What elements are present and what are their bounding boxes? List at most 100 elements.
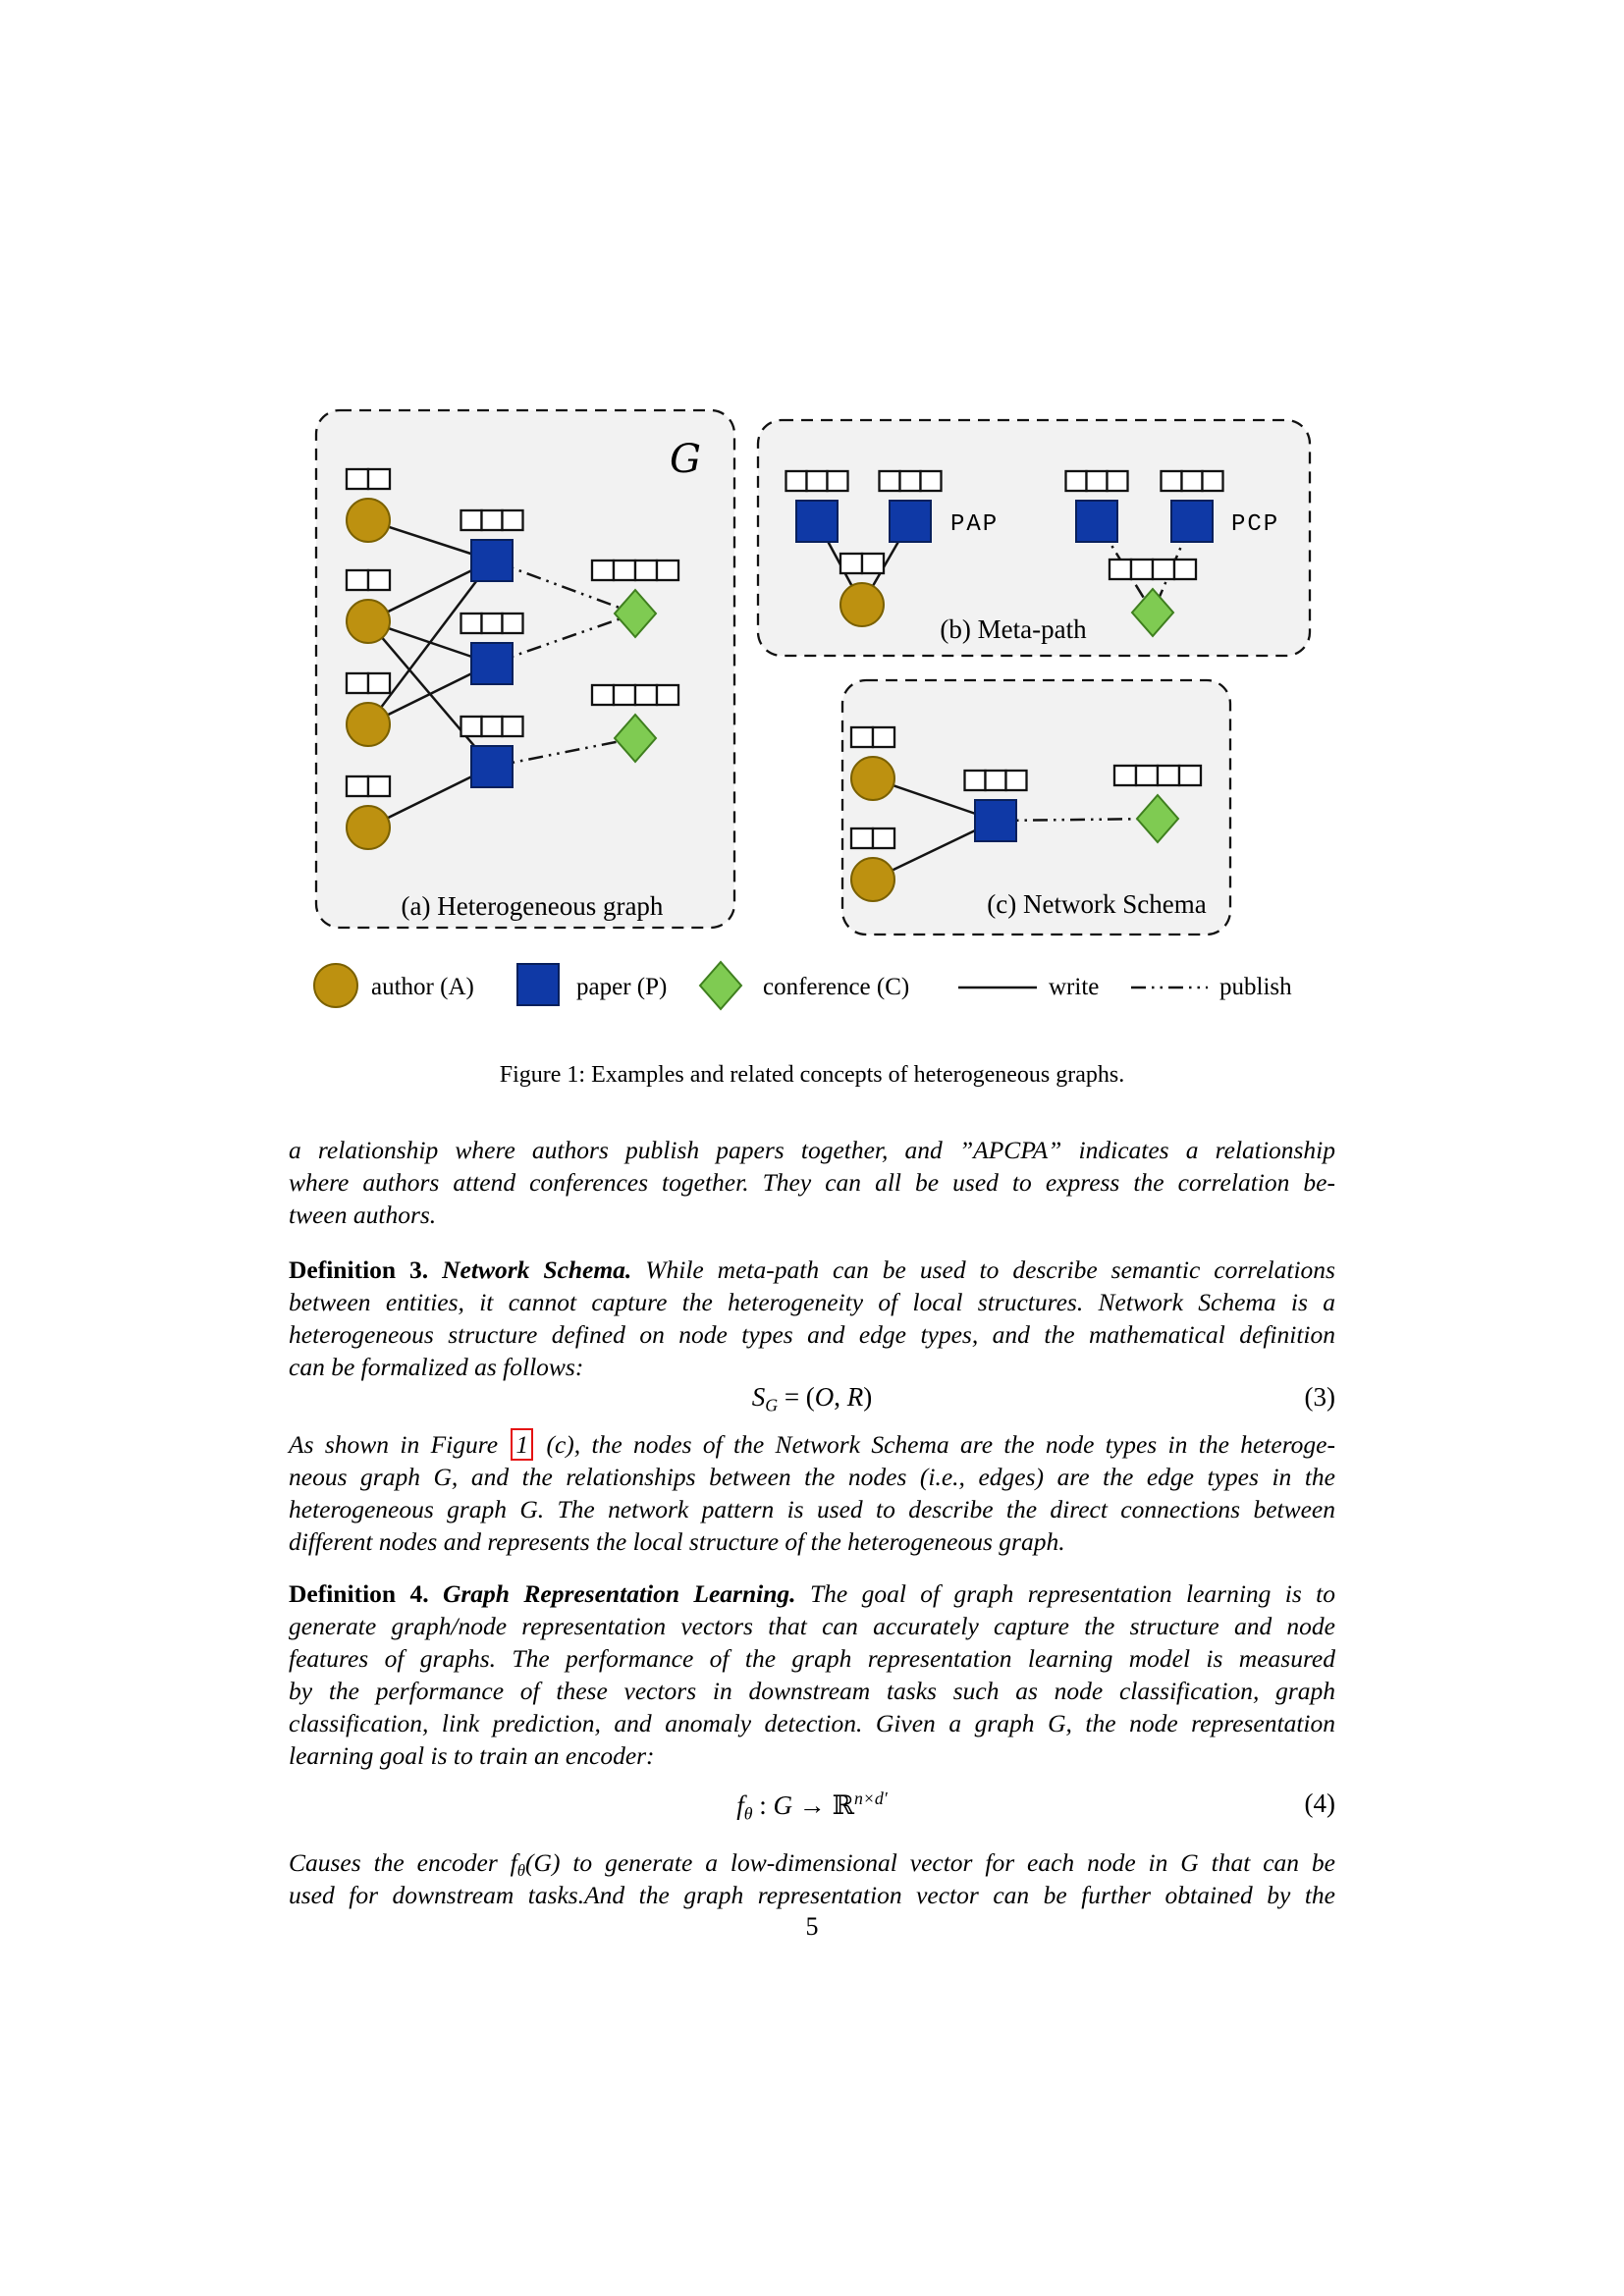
text-run: where authors attend conferences togethe… <box>289 1168 1335 1197</box>
panel-a-caption: (a) Heterogeneous graph <box>402 891 664 921</box>
feature-box-cell <box>826 469 849 493</box>
paragraph: As shown in Figure 1 (c), the nodes of t… <box>289 1428 1335 1558</box>
feature-box-cell <box>501 715 524 738</box>
text-run: Causes the encoder f <box>289 1848 517 1877</box>
equation-number: (3) <box>1304 1382 1335 1412</box>
text-run: As shown in Figure <box>289 1430 510 1459</box>
text-run: = ( <box>778 1382 815 1412</box>
feature-box-cell <box>366 568 392 592</box>
legend-label: author (A) <box>371 974 474 1000</box>
text-line: used for downstream tasks.And the graph … <box>289 1879 1335 1911</box>
body-text: a relationship where authors publish pap… <box>289 0 1335 2296</box>
paper-node <box>470 539 514 582</box>
text-run: G <box>765 1395 779 1415</box>
text-run: generate graph/node representation vecto… <box>289 1612 1335 1640</box>
text-run: G <box>773 1789 793 1820</box>
conference-node <box>1130 587 1175 638</box>
text-run: , <box>834 1382 847 1412</box>
text-run: Definition 3. <box>289 1255 443 1284</box>
paragraph: Definition 3. Network Schema. While meta… <box>289 1254 1335 1383</box>
text-line: tween authors. <box>289 1199 1335 1231</box>
text-run: tween authors. <box>289 1201 437 1229</box>
legend-label: paper (P) <box>576 974 667 1000</box>
paragraph: Definition 4. Graph Representation Learn… <box>289 1577 1335 1772</box>
feature-box-cell <box>1004 769 1028 792</box>
publish-edge <box>1095 520 1155 614</box>
feature-box-cell <box>1177 764 1203 787</box>
text-line: Definition 3. Network Schema. While meta… <box>289 1254 1335 1286</box>
text-line: As shown in Figure 1 (c), the nodes of t… <box>289 1428 1335 1461</box>
feature-box-cell <box>366 671 392 695</box>
text-line: classification, link prediction, and ano… <box>289 1707 1335 1739</box>
publish-edge <box>995 817 1159 823</box>
feature-box-cell <box>501 508 524 532</box>
text-line: Definition 4. Graph Representation Learn… <box>289 1577 1335 1610</box>
publish-edge <box>491 559 636 615</box>
paragraph: a relationship where authors publish pap… <box>289 1134 1335 1231</box>
text-run: can be formalized as follows: <box>289 1353 584 1381</box>
text-run: Definition 4. <box>289 1579 443 1608</box>
text-line: where authors attend conferences togethe… <box>289 1166 1335 1199</box>
text-run: by the performance of these vectors in d… <box>289 1677 1335 1705</box>
text-run: neous graph G, and the relationships bet… <box>289 1463 1335 1491</box>
text-line: learning goal is to train an encoder: <box>289 1739 1335 1772</box>
text-run: R <box>846 1382 864 1412</box>
figure-1-reference[interactable]: 1 <box>511 1428 534 1461</box>
text-line: a relationship where authors publish pap… <box>289 1134 1335 1166</box>
text-line: different nodes and represents the local… <box>289 1525 1335 1558</box>
paper-node <box>889 500 932 543</box>
paper-node <box>795 500 839 543</box>
text-run: (c), the nodes of the Network Schema are… <box>535 1430 1335 1459</box>
author-node <box>346 498 391 543</box>
feature-box-cell <box>366 774 392 798</box>
author-node <box>346 805 391 850</box>
page-number: 5 <box>805 1912 819 1941</box>
feature-box-cell <box>1172 558 1198 581</box>
feature-box-cell <box>919 469 943 493</box>
text-line: between entities, it cannot capture the … <box>289 1286 1335 1318</box>
text-run: (G) to generate a low-dimensional vector… <box>525 1848 1335 1877</box>
feature-box-cell <box>366 467 392 491</box>
text-run: different nodes and represents the local… <box>289 1527 1065 1556</box>
panel-c-caption: (c) Network Schema <box>987 889 1206 919</box>
feature-box-cell <box>1106 469 1129 493</box>
text-line: neous graph G, and the relationships bet… <box>289 1461 1335 1493</box>
feature-box-cell <box>1201 469 1224 493</box>
feature-box-cell <box>860 552 886 575</box>
text-line: Causes the encoder fθ(G) to generate a l… <box>289 1846 1335 1881</box>
text-run: classification, link prediction, and ano… <box>289 1709 1335 1737</box>
pap-metapath-label: PAP <box>950 511 999 538</box>
text-run: The goal of graph representation learnin… <box>809 1579 1335 1608</box>
panel-a-box <box>314 408 736 930</box>
text-run: While meta-path can be used to describe … <box>645 1255 1335 1284</box>
text-run: heterogeneous structure defined on node … <box>289 1320 1335 1349</box>
author-node <box>839 582 885 627</box>
conference-node <box>698 960 743 1011</box>
text-line: generate graph/node representation vecto… <box>289 1610 1335 1642</box>
text-line: can be formalized as follows: <box>289 1351 1335 1383</box>
text-run: S <box>751 1382 766 1412</box>
author-node <box>850 756 895 801</box>
text-run: → ℝ <box>792 1789 854 1820</box>
text-line: by the performance of these vectors in d… <box>289 1675 1335 1707</box>
legend-label: conference (C) <box>763 974 909 1000</box>
paper-node <box>1075 500 1118 543</box>
pcp-metapath-label: PCP <box>1231 511 1279 538</box>
legend-label: write <box>1049 974 1099 1000</box>
conference-node <box>1135 793 1180 844</box>
text-run: heterogeneous graph G. The network patte… <box>289 1495 1335 1523</box>
text-line: heterogeneous structure defined on node … <box>289 1318 1335 1351</box>
feature-box-cell <box>655 559 680 582</box>
text-run: : <box>752 1789 774 1820</box>
equation: SG = (O, R)(3) <box>289 1382 1335 1415</box>
equation-body: fθ : G → ℝn×d′ <box>736 1789 887 1823</box>
text-run: Network Schema. <box>442 1255 646 1284</box>
text-run: θ <box>516 1861 526 1881</box>
feature-box-cell <box>501 612 524 635</box>
feature-box-cell <box>655 683 680 707</box>
feature-box-cell <box>871 725 896 749</box>
publish-edge <box>491 736 636 769</box>
paper-node <box>516 963 560 1006</box>
text-run: f <box>736 1789 744 1820</box>
